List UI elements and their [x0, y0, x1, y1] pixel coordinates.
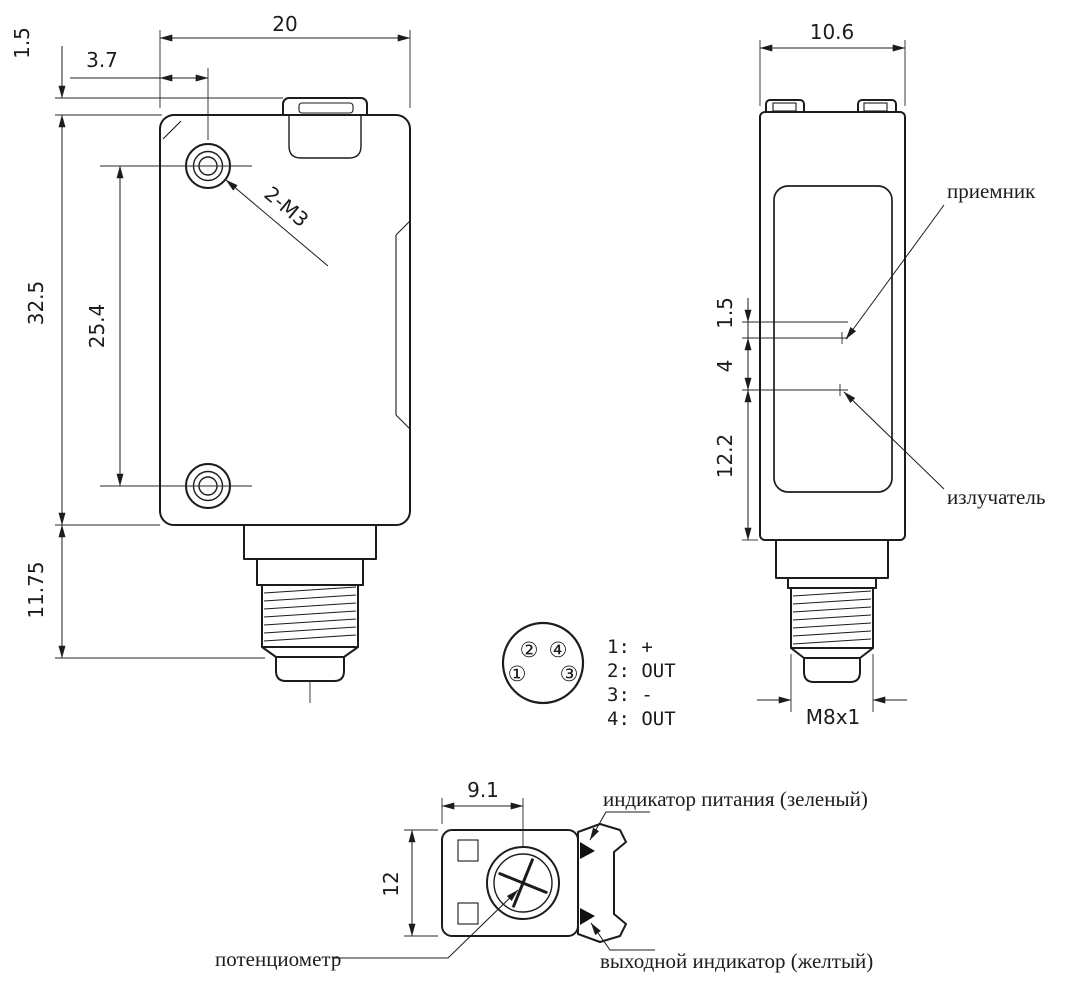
connector-neck [256, 558, 364, 586]
thread-line [263, 610, 357, 618]
front-corner-chamfer [162, 120, 182, 140]
dim-hole-offset-3-7: 3.7 [70, 48, 209, 82]
top-view: 9.1 12 индикатор питания (зеленый) выход… [215, 778, 873, 973]
thread-line [263, 602, 357, 610]
legend-line-3: 3: - [607, 684, 653, 706]
thread-line [263, 618, 357, 626]
potentiometer-outer [486, 846, 560, 920]
dim-label: 12 [379, 871, 403, 896]
connector-taper [261, 646, 359, 658]
dim-label: 3.7 [86, 48, 118, 72]
dim-label: 32.5 [24, 281, 48, 326]
dim-label: 25.4 [85, 304, 109, 349]
power-indicator-callout: индикатор питания (зеленый) [589, 787, 868, 841]
dim-tab-offset-1-5: 1.5 [10, 27, 283, 116]
pin-4-mark: ④ [549, 638, 568, 662]
thread-line [792, 638, 872, 645]
receiver-callout: приемник [845, 179, 1036, 340]
leader-line [843, 391, 945, 490]
dim-width-10-6: 10.6 [759, 20, 906, 106]
optical-window [773, 185, 893, 493]
side-body-outline [759, 111, 906, 541]
dim-body-height-32-5: 32.5 [24, 114, 66, 526]
top-body-outline [441, 829, 579, 937]
output-indicator-label: выходной индикатор (желтый) [600, 949, 873, 973]
thread-line [792, 614, 872, 621]
thread-line [792, 622, 872, 629]
legend-line-4: 4: OUT [607, 708, 676, 730]
dim-connector-length-11-75: 11.75 [24, 524, 265, 659]
leader-line [589, 811, 650, 841]
dim-width-20: 20 [159, 12, 411, 108]
thread-line [792, 606, 872, 613]
thread-line [792, 630, 872, 637]
dim-optical-axes: 1.5 4 12.2 [713, 297, 758, 541]
connector-tip [275, 656, 345, 682]
pin-legend: 1: + 2: OUT 3: - 4: OUT [607, 636, 676, 730]
side-view: 10.6 1.5 4 12.2 M8x1 приемник излуча [713, 20, 1045, 729]
thread-line [263, 626, 357, 634]
dim-label-4: 4 [713, 360, 737, 373]
pin-3-mark: ③ [560, 662, 579, 686]
output-indicator-callout: выходной индикатор (желтый) [590, 922, 873, 973]
top-slot-lower [457, 902, 479, 925]
thread-lines [792, 590, 872, 645]
thread-size-label: M8x1 [806, 705, 861, 729]
pin-1-mark: ① [508, 662, 527, 686]
leader-line [225, 179, 329, 267]
connector-flange [243, 524, 377, 560]
dim-label: 9.1 [467, 778, 499, 802]
emitter-callout: излучатель [843, 391, 1045, 509]
power-indicator-label: индикатор питания (зеленый) [603, 787, 868, 811]
front-side-chamfer-bottom [395, 414, 411, 430]
front-tab-latch [298, 102, 354, 114]
thread-lines [263, 586, 357, 642]
front-view: 20 1.5 3.7 32.5 25.4 [10, 12, 411, 703]
thread-line [263, 594, 357, 602]
top-end-cap [577, 823, 627, 943]
thread-line [263, 586, 357, 594]
pin-2-mark: ② [520, 638, 539, 662]
dim-label: 11.75 [24, 561, 48, 618]
potentiometer-label: потенциометр [215, 947, 341, 971]
connector-tip [803, 657, 861, 683]
leader-line [332, 889, 519, 959]
side-tab-latch-right [863, 102, 888, 112]
front-connector [243, 524, 377, 703]
leader-line [845, 204, 945, 340]
dim-label: 20 [272, 12, 297, 36]
dim-height-12: 12 [379, 829, 438, 937]
leader-line [590, 922, 655, 951]
front-tab-inner [288, 116, 362, 159]
thread-line [792, 590, 872, 597]
legend-line-1: 1: + [607, 636, 653, 658]
dim-label: 10.6 [810, 20, 855, 44]
legend-line-2: 2: OUT [607, 660, 676, 682]
side-tab-latch-left [772, 102, 797, 112]
pinout: ② ④ ① ③ 1: + 2: OUT 3: - 4: OUT [501, 621, 676, 730]
dim-label-12-2: 12.2 [713, 434, 737, 479]
dim-label-1-5: 1.5 [713, 297, 737, 329]
emitter-label: излучатель [947, 485, 1045, 509]
emitter-mark [834, 384, 846, 396]
connector-flange [775, 539, 889, 579]
output-indicator-mark [580, 908, 595, 925]
potentiometer-inner [493, 853, 553, 913]
dim-width-9-1: 9.1 [441, 778, 524, 846]
front-side-chamfer-top [395, 220, 411, 236]
connector-taper [790, 647, 874, 659]
thread-line [263, 634, 357, 642]
receiver-label: приемник [947, 179, 1036, 203]
top-slot-upper [457, 839, 479, 862]
thread-line [792, 598, 872, 605]
connector-neck [787, 577, 877, 589]
connector-face-circle [501, 621, 585, 705]
power-indicator-mark [580, 842, 595, 859]
side-connector [775, 539, 889, 683]
dim-label: 1.5 [10, 27, 34, 59]
dim-hole-spacing-25-4: 25.4 [85, 165, 124, 487]
potentiometer-callout: потенциометр [215, 889, 519, 971]
dim-thread-m8x1: M8x1 [757, 654, 907, 729]
